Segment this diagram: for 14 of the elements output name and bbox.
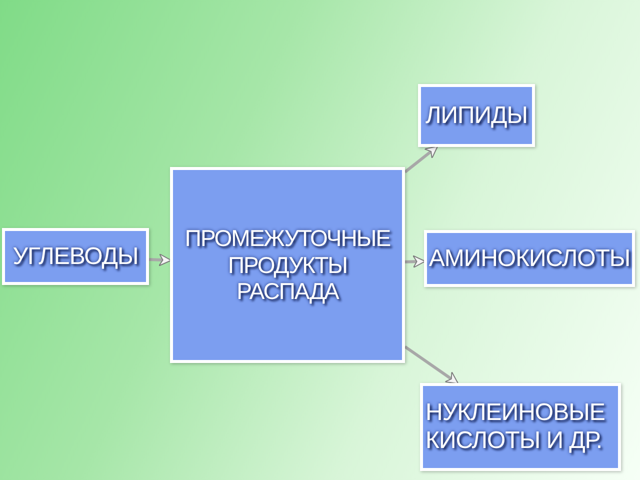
process-box xyxy=(420,383,621,471)
arrow xyxy=(404,146,438,174)
process-box xyxy=(418,84,535,147)
node-label: АМИНОКИСЛОТЫ xyxy=(428,244,630,272)
process-box xyxy=(2,228,149,285)
node-label: ЛИПИДЫ xyxy=(426,102,528,130)
arrow xyxy=(404,255,426,268)
arrow xyxy=(404,345,459,384)
arrow xyxy=(148,253,172,266)
node-label: ПРОМЕЖУТОЧНЫЕ ПРОДУКТЫ РАСПАДА xyxy=(184,225,392,305)
node-label: УГЛЕВОДЫ xyxy=(12,242,138,270)
process-box xyxy=(424,230,635,287)
node-label: НУКЛЕИНОВЫЕ КИСЛОТЫ И ДР. xyxy=(426,399,606,455)
process-box xyxy=(170,167,405,363)
